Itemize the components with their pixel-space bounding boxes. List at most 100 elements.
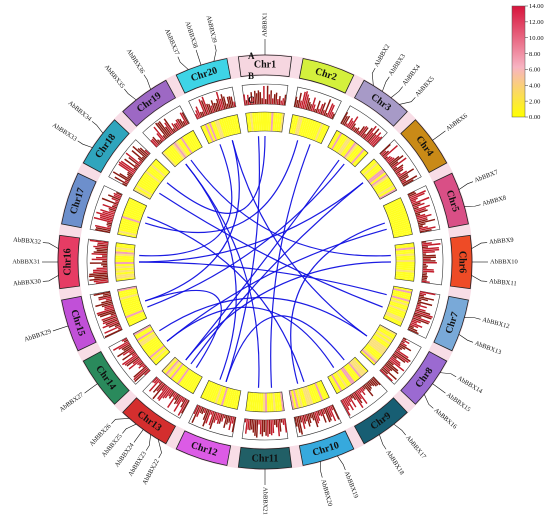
track-c-cell	[115, 242, 136, 247]
synteny-link	[231, 140, 368, 337]
track-c-cell	[353, 357, 369, 373]
track-c-cell	[136, 329, 154, 342]
track-c-cell	[206, 382, 216, 401]
track-b-bar	[385, 155, 391, 161]
track-b-bar	[94, 275, 108, 279]
track-b-bar	[422, 258, 431, 260]
track-c-cell	[218, 118, 227, 138]
track-b-bar	[390, 161, 399, 168]
track-c-cell	[125, 309, 144, 319]
track-c-cell	[390, 297, 410, 305]
track-b-bar	[411, 200, 417, 204]
track-b-bar	[244, 418, 247, 423]
track-b-bar	[416, 304, 427, 309]
track-b-bar	[114, 176, 128, 185]
track-c-cell	[176, 139, 190, 157]
legend-tick-label: 4.00	[529, 82, 540, 89]
gene-label-abbbx10: AbBBX10	[472, 259, 518, 266]
track-b-bar	[422, 256, 437, 259]
track-c-frame	[394, 242, 416, 282]
track-b-bar	[113, 192, 122, 198]
track-c-cell	[376, 329, 394, 342]
gene-label-abbbx7: AbBBX7	[458, 169, 500, 190]
track-b-bar	[367, 128, 380, 143]
track-c-cell	[127, 199, 146, 210]
track-c-cell	[139, 177, 157, 190]
track-c-frame	[359, 324, 398, 366]
track-b-bar	[326, 406, 333, 418]
track-b-bar	[215, 412, 220, 421]
track-c-cell	[126, 313, 146, 323]
gene-label-text: AbBBX23	[127, 450, 148, 477]
track-b-bar	[314, 411, 320, 424]
track-c-cell	[220, 118, 229, 137]
track-c-cell	[392, 228, 412, 235]
track-c-cell	[173, 365, 187, 383]
track-c-cell	[123, 209, 143, 218]
track-b-bar	[280, 100, 283, 105]
gene-label-text: AbBBX34	[67, 100, 94, 123]
track-b-bar	[142, 364, 146, 368]
track-c-cell	[312, 383, 322, 402]
track-b-bar	[402, 339, 410, 345]
synteny-link	[166, 135, 266, 214]
track-b-bar	[414, 310, 433, 318]
track-c-cell	[365, 165, 382, 180]
gene-label-abbbx39: AbBBX39	[205, 15, 218, 62]
track-b-bar	[246, 94, 250, 105]
track-b-bar	[177, 399, 188, 416]
track-b-bar	[277, 419, 281, 437]
track-c-cell	[115, 246, 135, 251]
synteny-link	[166, 306, 335, 368]
track-b-bar	[96, 249, 108, 252]
track-b-bar	[299, 415, 303, 423]
track-c-cell	[115, 273, 135, 278]
track-c-cell	[390, 219, 410, 227]
track-c-frame	[132, 324, 171, 366]
track-c-cell	[224, 388, 232, 408]
track-b-bar	[276, 99, 279, 105]
track-b-bar	[199, 111, 204, 118]
track-b-frame	[142, 105, 190, 148]
track-b-bar	[94, 224, 111, 230]
gene-label-abbbx27: AbBBX27	[58, 383, 98, 413]
track-b-bar	[369, 132, 382, 145]
track-c-cell	[170, 144, 184, 161]
track-c-cell	[214, 120, 223, 139]
track-c-cell	[276, 392, 281, 412]
track-b-bar	[96, 307, 115, 315]
track-b-bar	[343, 398, 350, 407]
track-b-bar	[104, 306, 114, 311]
chromosome-chr5: Chr5	[433, 172, 469, 229]
track-b-bar	[272, 419, 275, 434]
track-b-bar	[95, 228, 110, 233]
track-b-bar	[391, 356, 401, 365]
chromosome-chr6: Chr6	[449, 234, 473, 290]
track-b-bar	[173, 123, 179, 131]
track-b-bar	[108, 322, 120, 328]
track-c-cell	[122, 302, 142, 311]
synteny-link	[270, 144, 311, 388]
chromosome-chr9: Chr9	[353, 397, 408, 445]
track-c-cell	[189, 131, 201, 149]
track-b-bar	[283, 418, 288, 433]
track-b-bar	[360, 127, 369, 138]
track-b-bar	[318, 103, 324, 114]
track-c-frame	[382, 285, 413, 327]
track-b-bar	[202, 409, 210, 427]
track-c-frame	[161, 356, 203, 395]
track-b-bar	[282, 418, 285, 425]
track-c-cell	[233, 390, 240, 410]
track-c-cell	[146, 168, 163, 182]
chromosome-block	[237, 54, 293, 78]
track-b-bar	[422, 251, 435, 254]
track-b-bar	[355, 127, 360, 133]
gene-connector	[458, 181, 474, 190]
track-c-cell	[137, 331, 155, 344]
track-c-cell	[135, 184, 153, 197]
track-b-bar	[93, 270, 108, 274]
track-c-cell	[123, 304, 142, 313]
track-b-bar	[255, 93, 258, 105]
gene-label-text: AbBBX12	[482, 316, 511, 330]
